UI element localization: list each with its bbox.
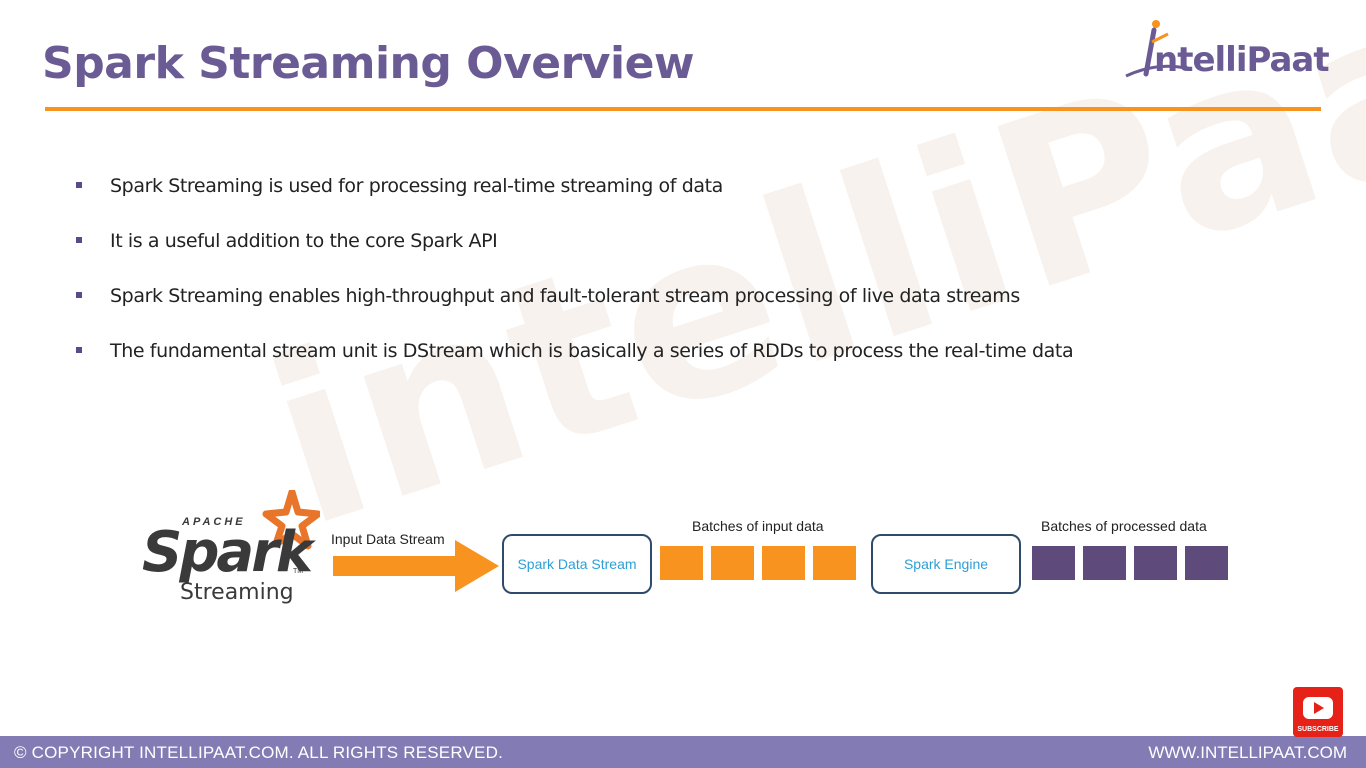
bullet-list: Spark Streaming is used for processing r… xyxy=(74,172,1074,392)
bullet-text: It is a useful addition to the core Spar… xyxy=(110,230,498,252)
input-data-stream-label: Input Data Stream xyxy=(331,531,445,547)
logo-figure-icon xyxy=(1125,20,1187,78)
bullet-item: Spark Streaming enables high-throughput … xyxy=(74,282,1073,337)
input-batch-square xyxy=(762,546,805,580)
batches-processed-label: Batches of processed data xyxy=(1041,518,1207,534)
processed-batch-square xyxy=(1134,546,1177,580)
bullet-text: The fundamental stream unit is DStream w… xyxy=(110,340,1074,362)
intellipaat-logo: ntelliPaat xyxy=(1116,14,1330,90)
bullet-marker xyxy=(76,237,82,243)
input-arrow-icon xyxy=(333,540,499,592)
spark-engine-box: Spark Engine xyxy=(871,534,1021,594)
input-batch-square xyxy=(711,546,754,580)
subscribe-button[interactable]: SUBSCRIBE xyxy=(1293,687,1343,737)
spark-apache-label: APACHE xyxy=(182,516,246,528)
spark-tm: TM xyxy=(293,568,304,575)
slide-title: Spark Streaming Overview xyxy=(42,38,695,89)
input-batch-square xyxy=(660,546,703,580)
footer-bar: © COPYRIGHT INTELLIPAAT.COM. ALL RIGHTS … xyxy=(0,736,1366,768)
bullet-marker xyxy=(76,182,82,188)
processed-batch-square xyxy=(1083,546,1126,580)
footer-copyright: © COPYRIGHT INTELLIPAAT.COM. ALL RIGHTS … xyxy=(14,743,503,762)
bullet-text: Spark Streaming enables high-throughput … xyxy=(110,285,1020,307)
logo-text: ntelliPaat xyxy=(1154,40,1330,80)
subscribe-label: SUBSCRIBE xyxy=(1297,726,1339,733)
spark-data-stream-box: Spark Data Stream xyxy=(502,534,652,594)
spark-streaming-logo: APACHE Spark TM Streaming xyxy=(140,490,320,610)
bullet-item: It is a useful addition to the core Spar… xyxy=(74,227,1073,282)
processed-batch-square xyxy=(1032,546,1075,580)
input-batch-square xyxy=(813,546,856,580)
play-icon xyxy=(1303,697,1333,719)
bullet-item: The fundamental stream unit is DStream w… xyxy=(74,337,1074,392)
footer-website: WWW.INTELLIPAAT.COM xyxy=(1148,743,1347,762)
batches-input-label: Batches of input data xyxy=(692,518,824,534)
spark-wordmark: Spark xyxy=(142,520,313,585)
bullet-item: Spark Streaming is used for processing r… xyxy=(74,172,1073,227)
processed-batch-square xyxy=(1185,546,1228,580)
bullet-marker xyxy=(76,292,82,298)
spark-streaming-label: Streaming xyxy=(180,580,294,605)
bullet-marker xyxy=(76,347,82,353)
title-divider xyxy=(45,107,1321,111)
bullet-text: Spark Streaming is used for processing r… xyxy=(110,175,723,197)
spark-star-icon xyxy=(262,490,320,550)
